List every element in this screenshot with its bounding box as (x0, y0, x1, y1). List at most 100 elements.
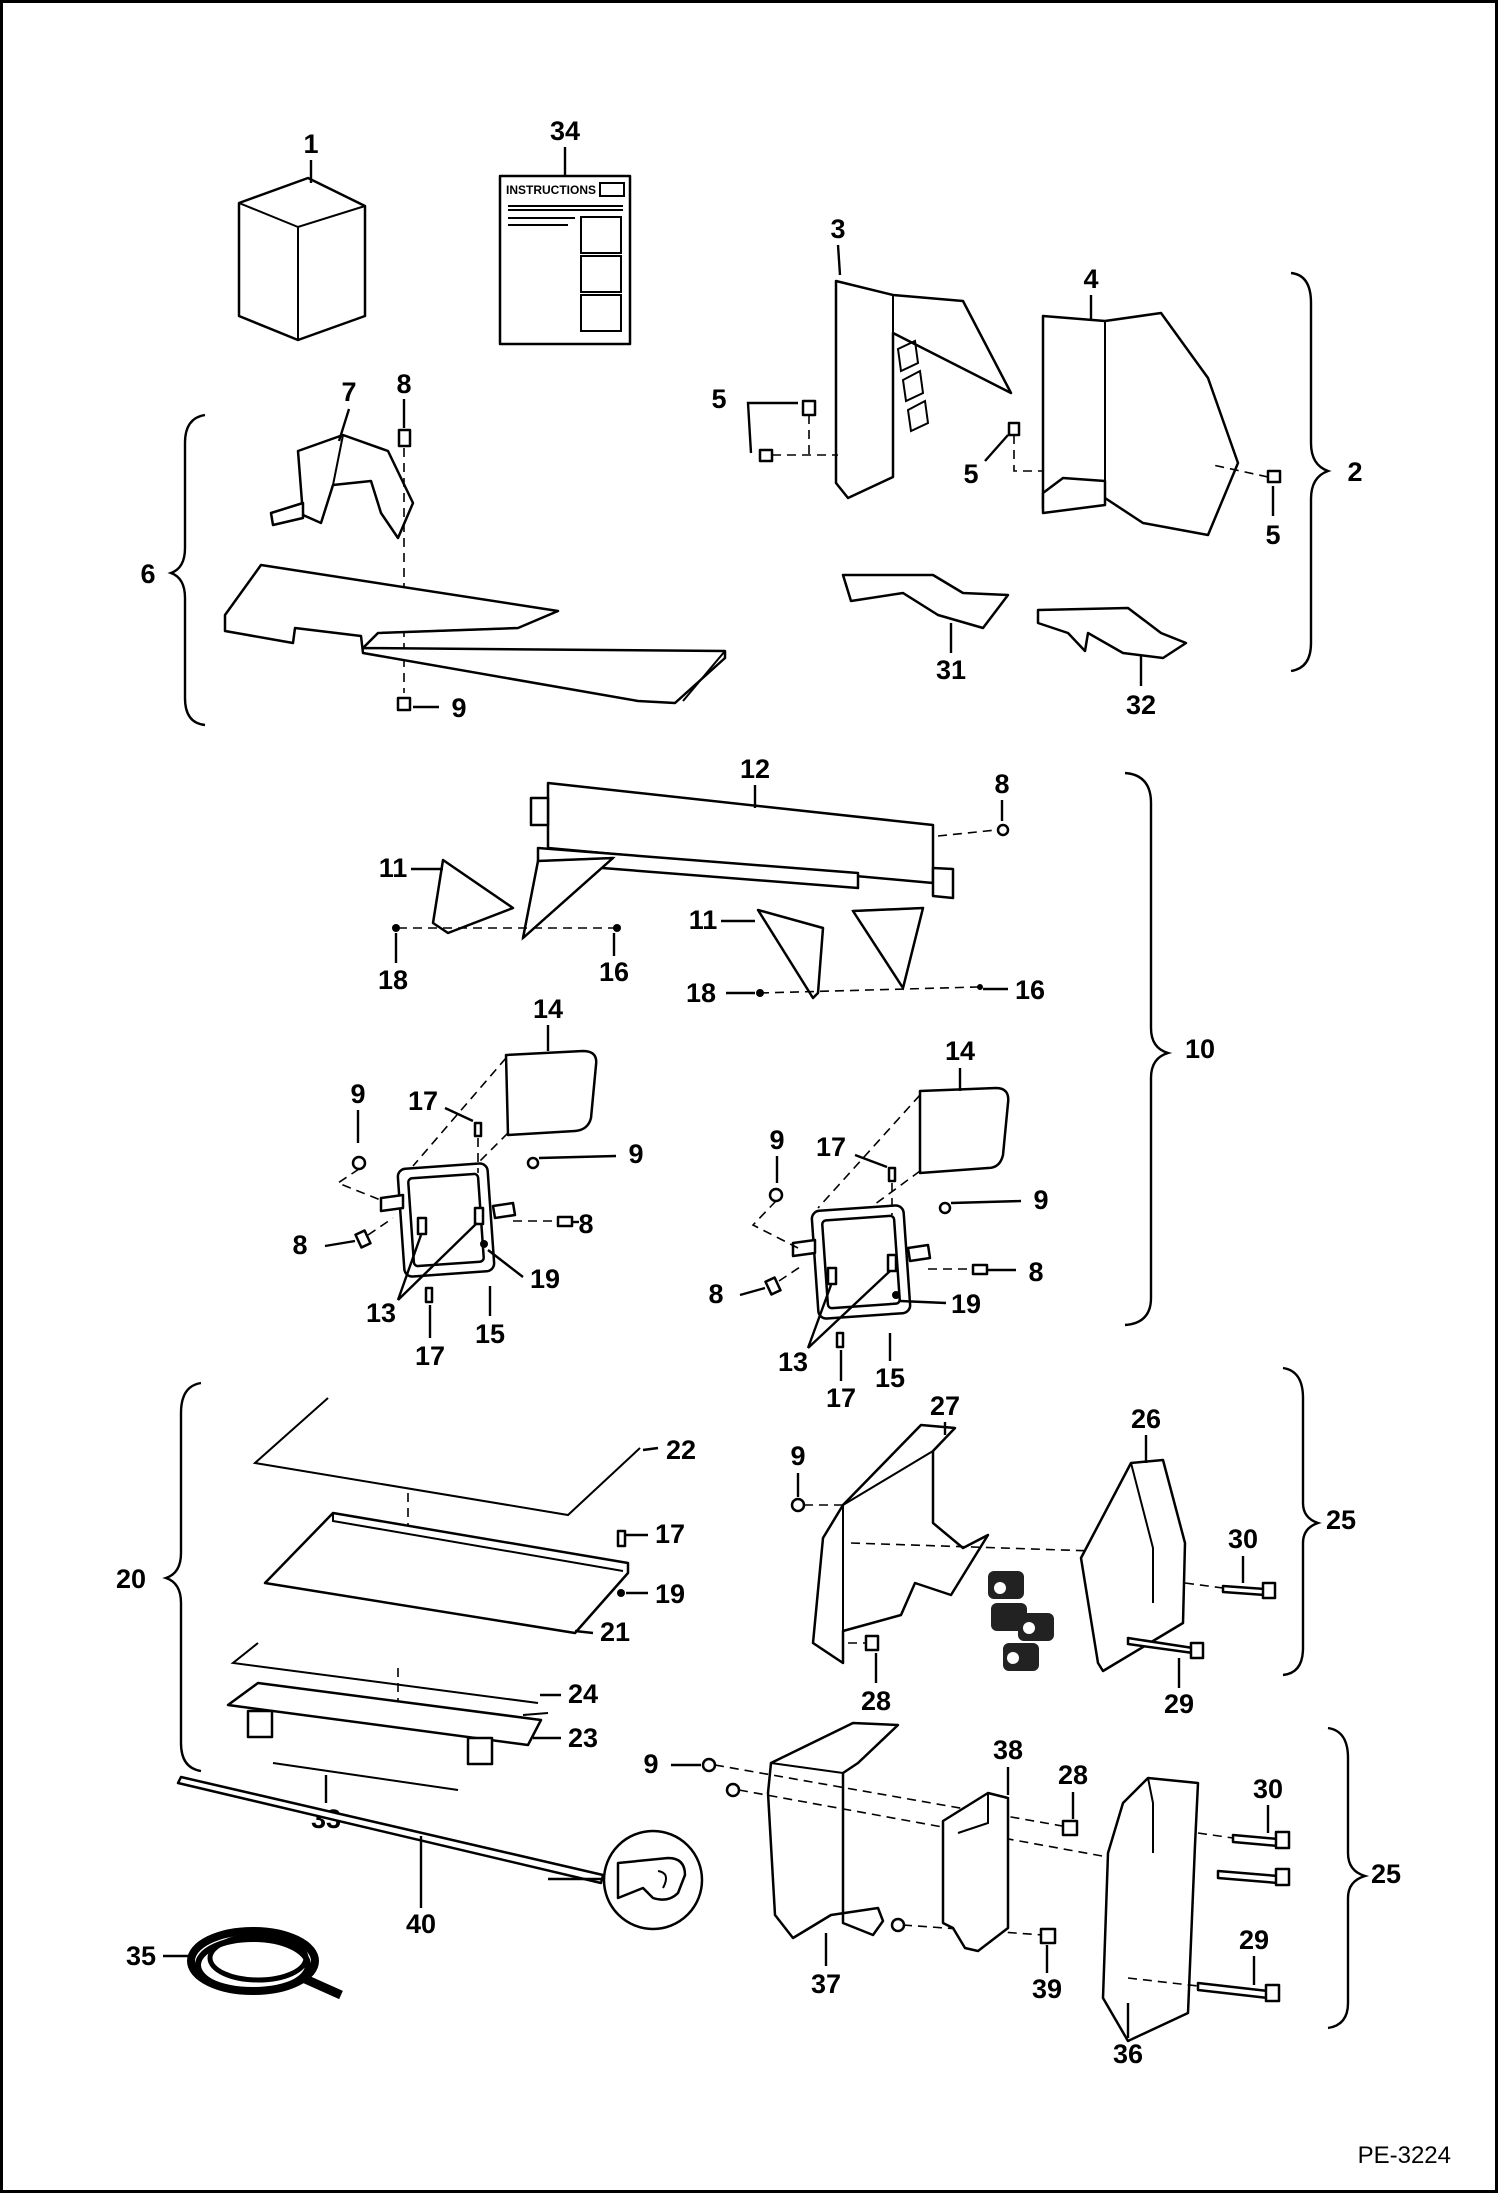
part-11-plate-left (431, 858, 515, 935)
callout-29b: 29 (1239, 1925, 1269, 1955)
callout-5b: 5 (963, 459, 978, 489)
part-37-bracket (766, 1721, 900, 1940)
part-30-bolt-upper (1221, 1581, 1277, 1600)
part-6-plate (223, 563, 727, 705)
part-31-bracket (841, 573, 1010, 630)
callout-37: 37 (811, 1969, 841, 1999)
callout-9e: 9 (1033, 1185, 1048, 1215)
callout-26: 26 (1131, 1404, 1161, 1434)
part-9-nuts-lower (701, 1757, 906, 1933)
brace-10 (1124, 771, 1173, 1327)
callout-15b: 15 (875, 1363, 905, 1393)
part-triangle-gasket-right (851, 906, 925, 991)
callout-2: 2 (1347, 457, 1362, 487)
callout-21: 21 (600, 1617, 630, 1647)
part-couplers (988, 1571, 1054, 1671)
callout-12: 12 (740, 754, 770, 784)
part-13-clips-left (416, 1206, 485, 1236)
callout-3: 3 (830, 214, 845, 244)
callout-8e: 8 (708, 1279, 723, 1309)
part-17-screw-top-left (473, 1121, 483, 1138)
callout-30b: 30 (1253, 1774, 1283, 1804)
part-14-cover-left (504, 1049, 598, 1137)
part-39-bolt (1039, 1927, 1057, 1945)
brace-2 (1290, 271, 1332, 673)
callout-16a: 16 (599, 957, 629, 987)
part-1-box (237, 176, 367, 342)
callout-8d: 8 (578, 1209, 593, 1239)
part-11-plate-right (756, 908, 825, 1000)
callout-18a: 18 (378, 965, 408, 995)
callout-19c: 19 (655, 1579, 685, 1609)
part-21-panel (263, 1511, 630, 1635)
part-34-instructions-sheet: INSTRUCTIONS (498, 174, 632, 346)
part-17-screw-bottom-right (835, 1331, 845, 1349)
part-38-plate (941, 1791, 1010, 1953)
callout-32: 32 (1126, 690, 1156, 720)
callout-25b: 25 (1371, 1859, 1401, 1889)
callout-23: 23 (568, 1723, 598, 1753)
callout-30a: 30 (1228, 1524, 1258, 1554)
callout-4: 4 (1083, 264, 1098, 294)
part-23-tray (226, 1681, 543, 1766)
part-29-bolt-upper (1126, 1636, 1205, 1660)
part-14-cover-right (918, 1086, 1010, 1175)
callout-8f: 8 (1028, 1257, 1043, 1287)
callout-19b: 19 (951, 1289, 981, 1319)
brace-25-lower (1327, 1726, 1370, 2030)
part-32-bracket (1036, 606, 1188, 660)
callout-5c: 5 (1265, 520, 1280, 550)
callout-17c: 17 (816, 1132, 846, 1162)
callout-17b: 17 (415, 1341, 445, 1371)
instructions-text: INSTRUCTIONS (506, 183, 596, 197)
callout-19a: 19 (530, 1264, 560, 1294)
part-33-strip (272, 1762, 459, 1791)
callout-36: 36 (1113, 2039, 1143, 2069)
callout-9c: 9 (628, 1139, 643, 1169)
part-4-panel (1041, 311, 1240, 537)
callout-17e: 17 (655, 1519, 685, 1549)
part-3-panel (834, 279, 1013, 500)
part-35-hose (187, 1927, 343, 2000)
callout-9b: 9 (350, 1079, 365, 1109)
callout-38: 38 (993, 1735, 1023, 1765)
callout-13a: 13 (366, 1298, 396, 1328)
callout-6: 6 (140, 559, 155, 589)
part-7-bracket (269, 433, 415, 540)
part-17-screw-top-right (887, 1166, 897, 1183)
callout-16b: 16 (1015, 975, 1045, 1005)
callout-31: 31 (936, 655, 966, 685)
callout-13b: 13 (778, 1347, 808, 1377)
callout-28a: 28 (861, 1686, 891, 1716)
part-36-plate (1101, 1776, 1200, 2043)
callout-29a: 29 (1164, 1689, 1194, 1719)
part-13-clips-right (826, 1253, 898, 1286)
part-40-trim (176, 1775, 605, 1885)
part-12-bar (529, 781, 955, 900)
part-29-bolt-lower (1196, 1981, 1281, 2003)
part-15-frame-left (379, 1162, 517, 1278)
part-28-bolt-upper (864, 1634, 880, 1652)
brace-20 (162, 1381, 202, 1773)
brace-25-upper (1282, 1366, 1322, 1677)
callout-22: 22 (666, 1435, 696, 1465)
callout-8b: 8 (994, 769, 1009, 799)
brace-6 (167, 413, 206, 727)
part-8-bolt-top (397, 428, 412, 448)
callout-8c: 8 (292, 1230, 307, 1260)
callout-1: 1 (303, 129, 318, 159)
callout-24: 24 (568, 1679, 598, 1709)
callout-9f: 9 (790, 1441, 805, 1471)
callout-14a: 14 (533, 994, 563, 1024)
part-5-screws (758, 399, 1282, 484)
callout-5a: 5 (711, 384, 726, 414)
part-8-bolt-bar (996, 823, 1010, 837)
drawing-number: PE-3224 (1358, 2142, 1451, 2169)
callout-10: 10 (1185, 1034, 1215, 1064)
part-26-plate (1079, 1458, 1187, 1673)
callout-7: 7 (341, 377, 356, 407)
part-17-screw-bottom-left (424, 1286, 434, 1304)
callout-20: 20 (116, 1564, 146, 1594)
callout-34: 34 (550, 116, 580, 146)
